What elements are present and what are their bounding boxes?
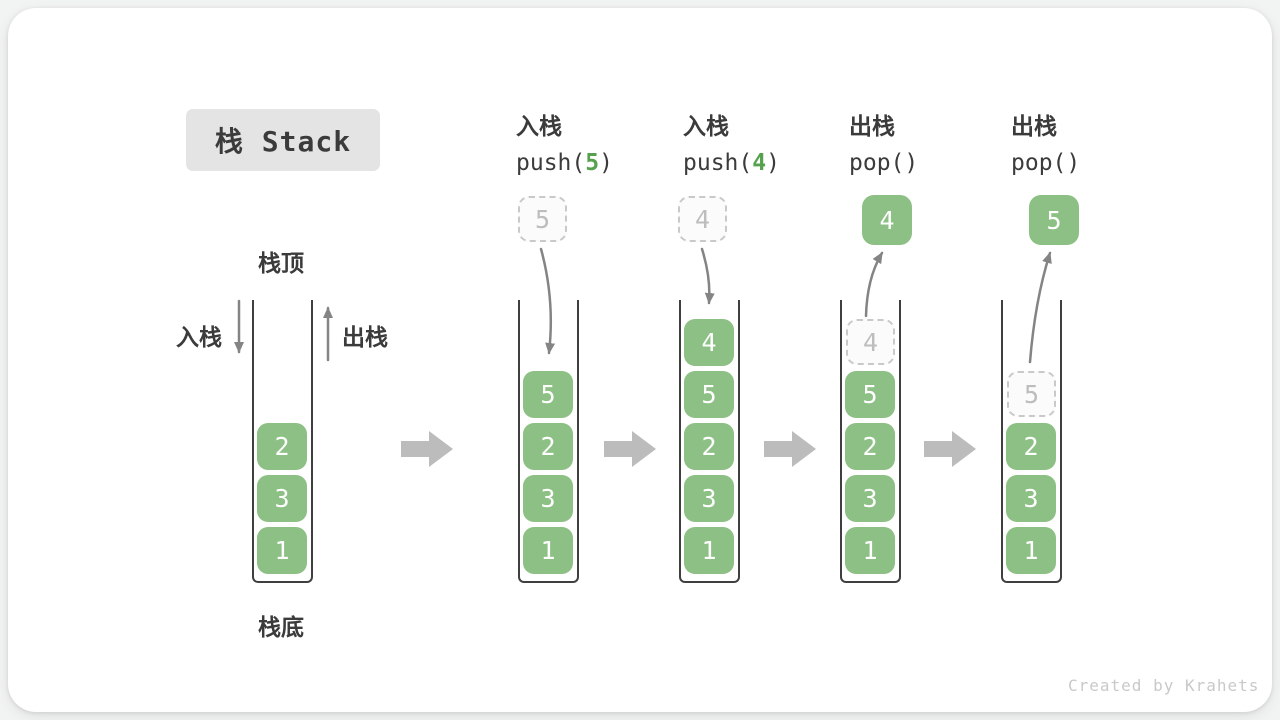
stack-top-label: 栈顶 bbox=[258, 251, 304, 277]
stack-item: 5 bbox=[523, 371, 573, 418]
ghost-removed-item: 5 bbox=[1007, 371, 1056, 417]
stack-container-initial bbox=[252, 300, 313, 583]
operation-cn-label: 入栈 bbox=[516, 114, 562, 140]
operation-code: pop() bbox=[1011, 150, 1081, 176]
stack-item: 1 bbox=[845, 527, 895, 574]
stack-item: 1 bbox=[1006, 527, 1056, 574]
stack-item: 3 bbox=[845, 475, 895, 522]
operation-cn-label: 入栈 bbox=[683, 114, 729, 140]
stack-item: 5 bbox=[684, 371, 734, 418]
stack-item: 2 bbox=[845, 423, 895, 470]
stack-container-after-pop-4 bbox=[840, 300, 901, 583]
stack-bottom-label: 栈底 bbox=[258, 615, 304, 641]
stack-item: 3 bbox=[1006, 475, 1056, 522]
operation-code: push(4) bbox=[683, 150, 780, 176]
operation-pop-1: 出栈 pop() bbox=[849, 107, 918, 176]
stack-item: 4 bbox=[684, 319, 734, 366]
pop-arrow-label: 出栈 bbox=[342, 325, 388, 351]
stack-item: 3 bbox=[684, 475, 734, 522]
stack-container-after-push-4 bbox=[679, 300, 740, 583]
title-badge: 栈 Stack bbox=[186, 109, 380, 171]
operation-push-4: 入栈 push(4) bbox=[683, 107, 780, 176]
operation-cn-label: 出栈 bbox=[849, 114, 895, 140]
operation-arg: 4 bbox=[752, 150, 767, 176]
stack-item: 1 bbox=[523, 527, 573, 574]
stack-item: 2 bbox=[257, 423, 307, 470]
operation-cn-label: 出栈 bbox=[1011, 114, 1057, 140]
stack-container-after-pop-5 bbox=[1001, 300, 1062, 583]
ghost-removed-item: 4 bbox=[846, 319, 895, 365]
stack-item: 2 bbox=[1006, 423, 1056, 470]
stack-item: 2 bbox=[684, 423, 734, 470]
operation-code: pop() bbox=[849, 150, 919, 176]
watermark: Created by Krahets bbox=[1068, 676, 1260, 695]
stack-container-after-push-5 bbox=[518, 300, 579, 583]
operation-pop-2: 出栈 pop() bbox=[1011, 107, 1080, 176]
operation-code: push(5) bbox=[516, 150, 613, 176]
stack-item: 3 bbox=[257, 475, 307, 522]
stack-item: 1 bbox=[257, 527, 307, 574]
stack-item: 1 bbox=[684, 527, 734, 574]
stack-item: 5 bbox=[845, 371, 895, 418]
stack-item: 2 bbox=[523, 423, 573, 470]
incoming-value-box: 4 bbox=[678, 196, 727, 242]
popped-value-box: 4 bbox=[862, 195, 912, 245]
push-arrow-label: 入栈 bbox=[176, 325, 222, 351]
popped-value-box: 5 bbox=[1029, 195, 1079, 245]
operation-push-5: 入栈 push(5) bbox=[516, 107, 613, 176]
stack-item: 3 bbox=[523, 475, 573, 522]
incoming-value-box: 5 bbox=[518, 196, 567, 242]
operation-arg: 5 bbox=[585, 150, 600, 176]
